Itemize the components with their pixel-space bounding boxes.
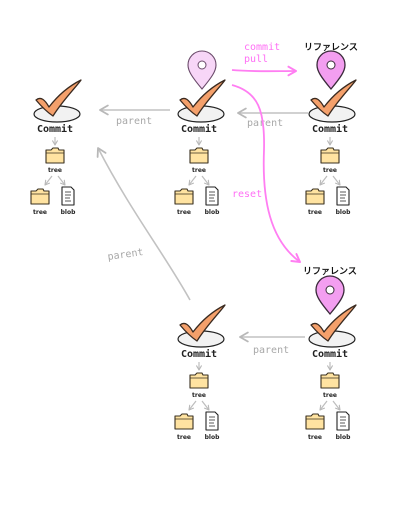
reference-label-top: リファレンス [304, 42, 358, 53]
commit-tree: tree tree blob [174, 137, 220, 216]
commit-tree: tree tree blob [305, 362, 351, 441]
commit-label: Commit [312, 123, 348, 135]
folder-icon [189, 147, 209, 164]
reset-cmd-label: reset [232, 189, 262, 200]
folder-icon [305, 188, 325, 205]
check-icon [310, 304, 357, 342]
reference-label-bottom: リファレンス [303, 266, 357, 277]
commit-node: Commit tree tree blob [174, 304, 226, 441]
commit-tree: tree tree blob [305, 137, 351, 216]
blob-label: blob [336, 209, 351, 216]
tree-label: tree [177, 434, 191, 441]
check-icon [35, 79, 82, 117]
commit-cmd-label: commit [244, 42, 280, 53]
check-icon [179, 304, 226, 342]
tree-label: tree [177, 209, 191, 216]
folder-icon [30, 188, 50, 205]
reset-arrow [231, 84, 301, 263]
commit-label: Commit [181, 348, 217, 360]
map-pin-icon [187, 50, 217, 90]
blob-label: blob [205, 209, 220, 216]
commit-tree: tree tree blob [30, 137, 76, 216]
file-icon [205, 411, 219, 431]
commit-node: Commit tree tree blob [305, 304, 357, 441]
tree-label: tree [192, 167, 206, 174]
tree-label: tree [308, 209, 322, 216]
tree-label: tree [33, 209, 47, 216]
parent-label-bottom: parent [253, 345, 289, 356]
blob-label: blob [336, 434, 351, 441]
commit-label: Commit [312, 348, 348, 360]
blob-label: blob [61, 209, 76, 216]
parent-label-top-right: parent [247, 118, 283, 129]
commit-label: Commit [37, 123, 73, 135]
parent-label-top-left: parent [116, 116, 152, 127]
folder-icon [189, 372, 209, 389]
blob-label: blob [205, 434, 220, 441]
folder-icon [320, 147, 340, 164]
file-icon [336, 186, 350, 206]
folder-icon [305, 413, 325, 430]
pull-cmd-label: pull [244, 54, 268, 65]
tree-label: tree [48, 167, 62, 174]
commit-node: Commit tree tree blob [305, 79, 357, 216]
check-icon [179, 79, 226, 117]
parent-arrow-long [96, 147, 191, 301]
file-icon [336, 411, 350, 431]
tree-label: tree [323, 392, 337, 399]
folder-icon [320, 372, 340, 389]
commit-label: Commit [181, 123, 217, 135]
folder-icon [174, 413, 194, 430]
check-icon [310, 79, 357, 117]
parent-label-long: parent [107, 247, 144, 263]
tree-label: tree [192, 392, 206, 399]
map-pin-icon [315, 275, 345, 316]
file-icon [205, 186, 219, 206]
map-pin-icon [316, 50, 346, 91]
commit-tree: tree tree blob [174, 362, 220, 441]
tree-label: tree [308, 434, 322, 441]
folder-icon [45, 147, 65, 164]
tree-label: tree [323, 167, 337, 174]
commit-pull-arrow [231, 65, 297, 77]
folder-icon [174, 188, 194, 205]
commit-node: Commit tree tree blob [174, 79, 226, 216]
file-icon [61, 186, 75, 206]
commit-node: Commit tree tree blob [30, 79, 82, 216]
